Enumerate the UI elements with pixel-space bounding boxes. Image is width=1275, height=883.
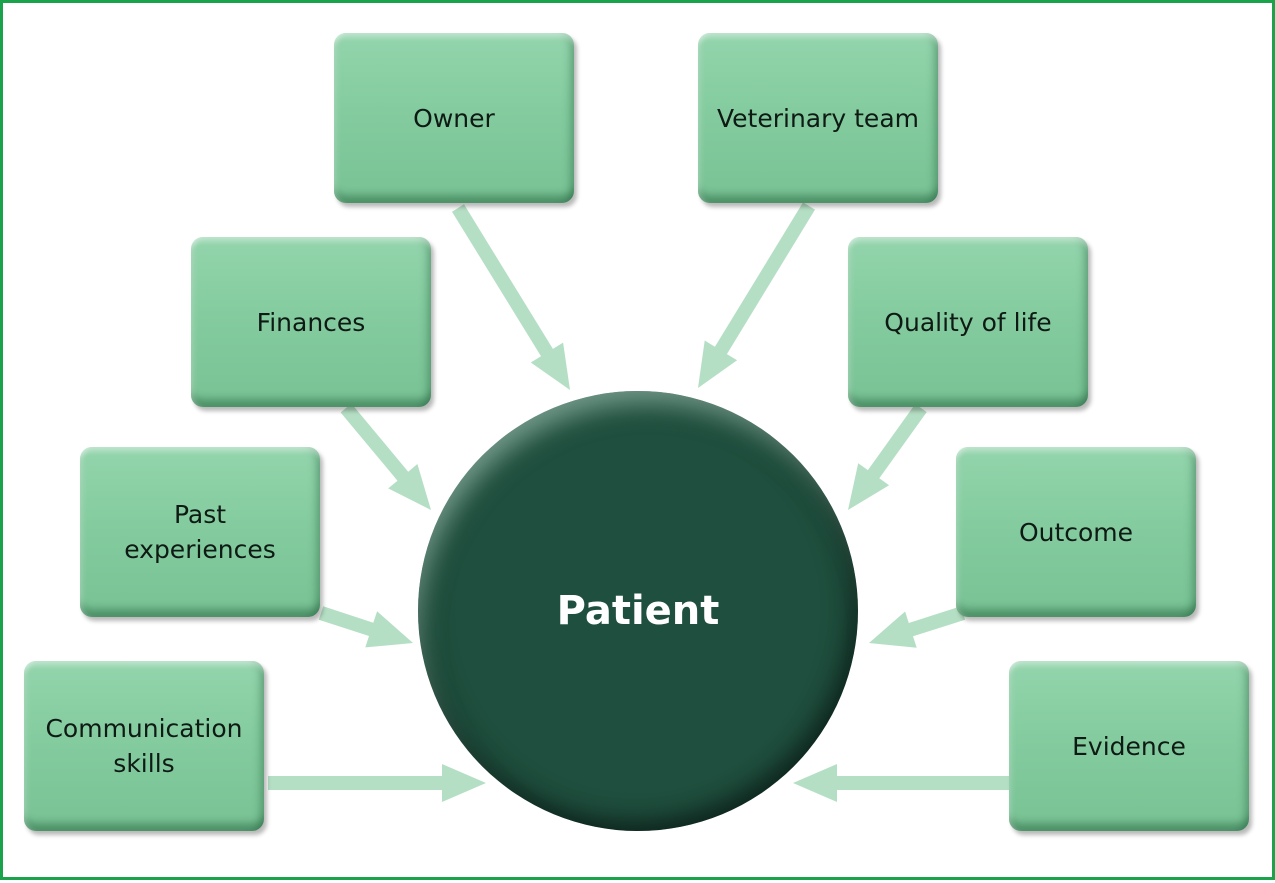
node-label-quality-of-life: Quality of life <box>884 307 1052 337</box>
node-owner: Owner <box>334 33 574 203</box>
node-label-finances: Finances <box>256 307 366 337</box>
arrow-owner-to-patient <box>452 204 570 390</box>
patient-circle: Patient <box>418 391 858 831</box>
node-label-owner: Owner <box>413 103 495 133</box>
arrow-evidence-to-patient <box>793 764 1009 802</box>
arrow-communication-skills-to-patient <box>268 764 486 802</box>
arrow-veterinary-team-to-patient <box>698 202 815 388</box>
node-label-past-experiences: Past experiences <box>124 500 276 564</box>
node-label-evidence: Evidence <box>1072 731 1186 761</box>
node-communication-skills: Communication skills <box>24 661 264 831</box>
node-outcome: Outcome <box>956 447 1196 617</box>
node-past-experiences: Past experiences <box>80 447 320 617</box>
arrow-past-experiences-to-patient <box>318 606 413 648</box>
arrow-outcome-to-patient <box>869 606 966 648</box>
node-evidence: Evidence <box>1009 661 1249 831</box>
patient-label: Patient <box>556 588 720 634</box>
arrows-layer <box>268 202 1009 802</box>
node-label-outcome: Outcome <box>1018 517 1134 547</box>
node-label-communication-skills: Communication skills <box>45 714 243 778</box>
node-label-veterinary-team: Veterinary team <box>717 103 919 133</box>
arrow-finances-to-patient <box>340 403 431 510</box>
node-quality-of-life: Quality of life <box>848 237 1088 407</box>
arrow-quality-of-life-to-patient <box>848 403 927 510</box>
node-veterinary-team: Veterinary team <box>698 33 938 203</box>
node-finances: Finances <box>191 237 431 407</box>
